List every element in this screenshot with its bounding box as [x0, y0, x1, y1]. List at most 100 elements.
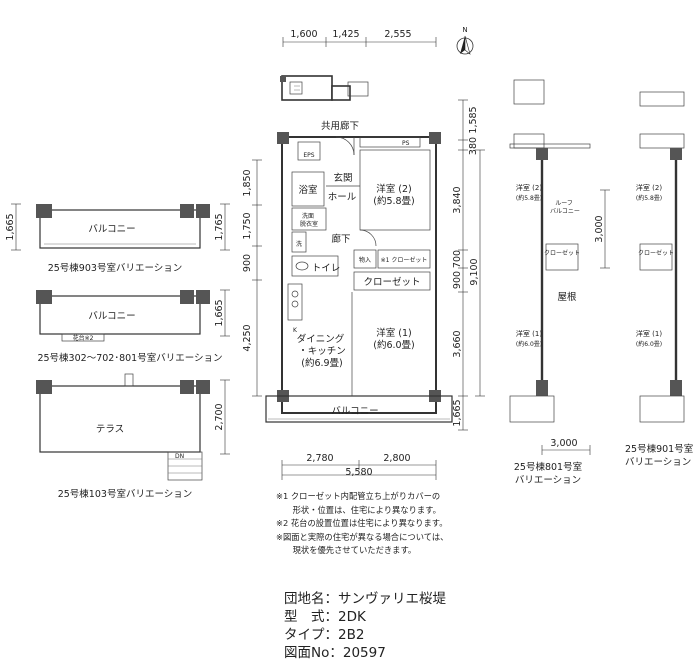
balcony-label: バルコニー: [331, 406, 378, 417]
note-5: 現状を優先させていただきます。: [276, 545, 417, 555]
dim-right-1: 1,585: [468, 106, 479, 133]
var801-caption-1: 25号棟801号室: [514, 461, 582, 473]
closet1-label: ※1 クローゼット: [381, 256, 428, 264]
type-row: 型 式：2DK: [284, 608, 446, 626]
var903-dim-2: 1,765: [214, 213, 225, 240]
dim-right-2: 380: [468, 137, 479, 155]
north-label: N: [462, 26, 467, 34]
var103-dim-1: 2,700: [214, 403, 225, 430]
variation-302: 花台※2 バルコニー 1,665 25号棟302～702･801号室バリエーショ…: [36, 289, 230, 364]
var901-western2-size: (約5.8畳): [636, 194, 662, 202]
western2-label: 洋室 (2): [376, 183, 411, 195]
dining-label: ダイニング ・キッチン: [297, 333, 348, 357]
note-2: 形状・位置は、住宅により異なります。: [276, 504, 441, 515]
north-arrow-icon: N: [456, 26, 474, 55]
var801-rooftop-label: 屋根: [557, 291, 577, 303]
note-4: ※図面と実際の住宅が異なる場合については、: [276, 531, 449, 542]
var103-caption: 25号棟103号室バリエーション: [58, 488, 193, 500]
storage-label: 物入: [359, 256, 371, 264]
dn-label: DN: [175, 453, 184, 460]
dim-left-4: 4,250: [242, 324, 253, 351]
var801-closet-1: クローゼット: [544, 249, 580, 257]
dim-top-3: 2,555: [384, 29, 411, 40]
dim-bottom-2: 2,800: [383, 453, 410, 464]
variation-903: バルコニー 1,665 1,765 25号棟903号室バリエーション: [5, 203, 230, 274]
var801-caption-2: バリエーション: [515, 475, 581, 486]
var901-western1-size: (約6.0畳): [636, 340, 662, 348]
estate-row: 団地名：サンヴァリエ桜堤: [284, 590, 446, 608]
var903-dim-1: 1,665: [5, 213, 16, 240]
dim-right-5: 900: [452, 271, 463, 289]
var903-caption: 25号棟903号室バリエーション: [48, 262, 183, 274]
bath-label: 浴室: [298, 184, 317, 196]
main-left-dimensions: 1,850 1,750 900 4,250: [242, 159, 262, 397]
entrance-label: 玄関: [333, 172, 352, 184]
hallway-label: 廊下: [331, 233, 350, 245]
note-1: ※1 クローゼット内配管立ち上がりカバーの: [276, 491, 441, 501]
dining-line1: ダイニング: [297, 333, 345, 345]
dim-right-8: 1,665: [452, 399, 463, 426]
dim-right-4: 700: [452, 250, 463, 268]
type-label: 型 式：: [284, 609, 338, 625]
hall-label: ホール: [328, 192, 357, 203]
main-bottom-dimensions: 2,780 2,800 5,580: [281, 453, 437, 480]
dim-left-2: 1,750: [242, 212, 253, 239]
corridor-label: 共用廊下: [321, 120, 359, 132]
western2-size: (約5.8畳): [373, 195, 415, 207]
kind-value: 2B2: [338, 627, 365, 643]
dim-top-1: 1,600: [290, 29, 317, 40]
var903-balcony-label: バルコニー: [88, 224, 135, 235]
terrace-label: テラス: [96, 424, 124, 435]
dim-left-3: 900: [242, 254, 253, 272]
var801-dim-1: 3,000: [594, 215, 605, 242]
common-stair-block: [280, 75, 369, 101]
dim-right-6: 9,100: [469, 258, 480, 285]
variation-103: テラス DN 2,700 25号棟103号室バリエーション: [36, 373, 230, 500]
roof-balcony-line2: バルコニー: [550, 208, 580, 215]
var801-roof-balcony: ルーフ バルコニー: [550, 200, 580, 215]
western1-label: 洋室 (1): [376, 327, 411, 339]
washroom-label: 洗面 脱衣室: [300, 212, 318, 228]
var901-closet-1: クローゼット: [638, 249, 674, 257]
estate-label: 団地名：: [284, 591, 338, 607]
var801-western2-label: 洋室 (2): [516, 183, 542, 192]
no-value: 20597: [342, 645, 386, 661]
dim-bottom-1: 2,780: [306, 453, 333, 464]
toilet-label: トイレ: [312, 263, 341, 274]
no-label: 図面No：: [284, 645, 343, 661]
type-value: 2DK: [338, 609, 366, 625]
roof-balcony-line1: ルーフ: [555, 200, 573, 207]
variation-801: 洋室 (2) (約5.8畳) ルーフ バルコニー クローゼット 屋根 洋室 (1…: [509, 79, 610, 486]
main-right-dimensions: 1,585 380 3,840 700 900 9,100 3,660 1,66…: [452, 99, 485, 431]
var302-dim-1: 1,665: [214, 299, 225, 326]
western1-size: (約6.0畳): [373, 339, 415, 351]
dim-right-3: 3,840: [452, 186, 463, 213]
var801-western1-size: (約6.0畳): [516, 340, 542, 348]
kitchen-mark: K: [293, 327, 298, 334]
top-dimensions: 1,600 1,425 2,555: [282, 29, 437, 47]
flower-stand-label: 花台※2: [73, 334, 94, 342]
var901-western2-label: 洋室 (2): [636, 183, 662, 192]
var801-western2-size: (約5.8畳): [516, 194, 542, 202]
main-unit-plan: 共用廊下 バルコニー EPS PS 浴室 玄関 ホール 洗面 脱衣室: [265, 120, 453, 423]
closet-label: クローゼット: [363, 276, 420, 288]
dim-left-1: 1,850: [242, 169, 253, 196]
variation-901: 洋室 (2) (約5.8畳) クローゼット 洋室 (1) (約6.0畳) 25号…: [625, 91, 693, 468]
dim-right-7: 3,660: [452, 330, 463, 357]
dining-size: (約6.9畳): [301, 357, 343, 369]
var901-caption-1: 25号棟901号室: [625, 443, 693, 455]
dim-top-2: 1,425: [332, 29, 359, 40]
kind-label: タイプ：: [284, 627, 338, 643]
mb-label: PS: [402, 140, 410, 147]
info-block: 団地名：サンヴァリエ桜堤 型 式：2DK タイプ：2B2 図面No：20597: [284, 590, 446, 662]
estate-value: サンヴァリエ桜堤: [338, 591, 446, 607]
notes-block: ※1 クローゼット内配管立ち上がりカバーの 形状・位置は、住宅により異なります。…: [276, 490, 448, 558]
note-3: ※2 花台の設置位置は住宅により異なります。: [276, 518, 448, 528]
var302-balcony-label: バルコニー: [88, 311, 135, 322]
dining-line2: ・キッチン: [298, 346, 346, 357]
washroom-line1: 洗面: [302, 212, 314, 220]
ps-label: EPS: [303, 152, 314, 159]
no-row: 図面No：20597: [284, 644, 446, 662]
kind-row: タイプ：2B2: [284, 626, 446, 644]
